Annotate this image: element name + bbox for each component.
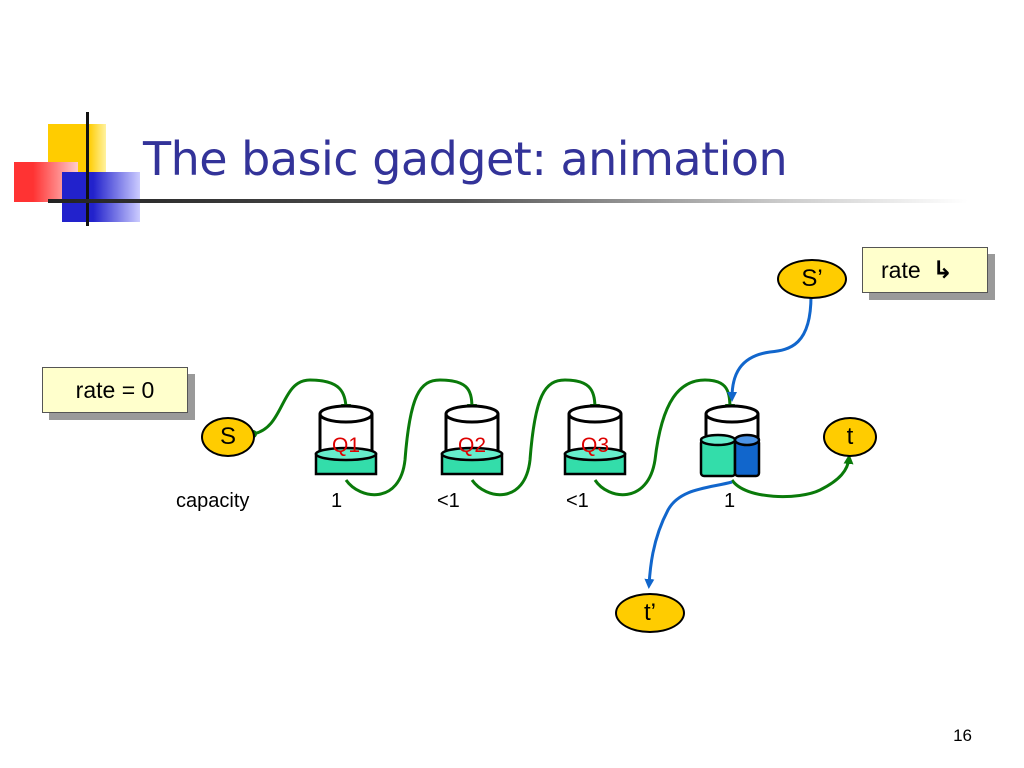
flow-arrow-q1-to-q2 — [344, 378, 477, 497]
flow-arrow-s-to-q1 — [252, 378, 351, 436]
node-t-prime: t’ — [615, 593, 685, 633]
queue-q3: Q3 — [563, 404, 627, 476]
queue-q1-label: Q1 — [332, 434, 360, 457]
flow-arrow-q3-to-q4 — [593, 378, 735, 497]
capacity-q4: 1 — [724, 490, 736, 512]
node-t: t — [823, 417, 877, 457]
capacity-label: capacity — [176, 490, 250, 512]
title-underline — [48, 199, 968, 203]
page-number: 16 — [953, 726, 972, 745]
queue-q1: Q1 — [314, 404, 378, 476]
rate-zero-box: rate = 0 — [42, 367, 188, 413]
queue-q2-label: Q2 — [458, 434, 486, 457]
decor-blue-square — [62, 172, 140, 222]
queue-q3-label: Q3 — [581, 434, 609, 457]
capacity-q1: 1 — [331, 490, 343, 512]
slide-title: The basic gadget: animation — [143, 132, 788, 186]
flow-arrow-q4-to-tprime — [644, 480, 733, 589]
queue-q2: Q2 — [440, 404, 504, 476]
down-arrow-icon: ↳ — [932, 256, 953, 284]
flow-arrow-q2-to-q3 — [470, 378, 600, 497]
rate-zero-label: rate = 0 — [75, 376, 155, 403]
flow-arrow-sprime-to-q4 — [727, 295, 813, 402]
node-s-prime: S’ — [777, 259, 847, 299]
capacity-q3: <1 — [566, 490, 589, 512]
node-s: S — [201, 417, 255, 457]
queue-q4-split — [699, 404, 761, 478]
decor-vertical-line — [86, 112, 89, 226]
capacity-q2: <1 — [437, 490, 460, 512]
rate-decrease-box: rate ↳ — [862, 247, 988, 293]
rate-label: rate — [881, 256, 921, 283]
flow-arrow-q4-to-t — [730, 454, 854, 498]
